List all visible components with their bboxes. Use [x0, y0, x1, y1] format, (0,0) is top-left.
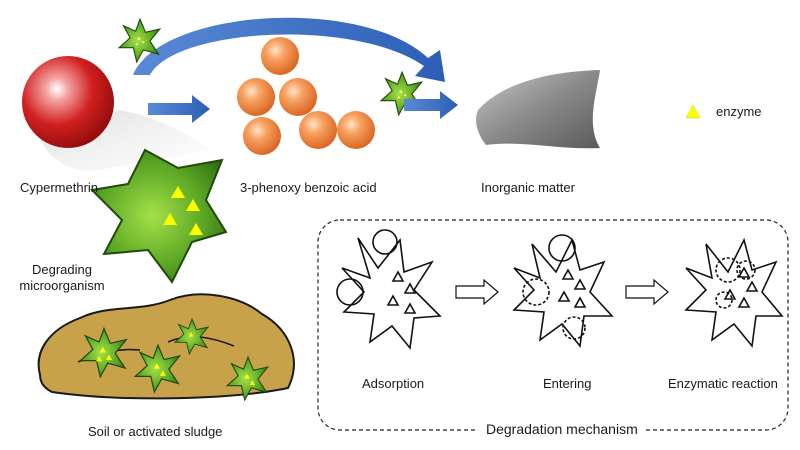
inorganic-matter-label: Inorganic matter [481, 180, 575, 195]
enzyme-legend-label: enzyme [716, 104, 762, 119]
microbe-icon [225, 355, 270, 402]
benzoic-acid-molecules [237, 37, 375, 155]
enzymatic-reaction-cell [684, 237, 784, 348]
arrow-right-icon [404, 91, 458, 119]
microbe-icon [173, 317, 210, 356]
step-label-enzymatic-reaction: Enzymatic reaction [668, 376, 778, 391]
mechanism-panel [317, 219, 789, 431]
enzyme-legend-icon [685, 104, 701, 119]
microbe-icon [78, 326, 128, 379]
benzoic-acid-label: 3-phenoxy benzoic acid [240, 180, 377, 195]
arrow-right-icon [148, 95, 210, 123]
adsorption-cell [336, 229, 442, 350]
degrading-microorganism [89, 148, 228, 284]
step-arrow-icon [625, 278, 669, 306]
cypermethrin-molecule [22, 56, 114, 148]
step-arrow-icon [455, 278, 499, 306]
degrading-microorganism-label: Degrading microorganism [19, 262, 105, 293]
mechanism-title: Degradation mechanism [478, 421, 646, 437]
inorganic-matter-shape [476, 70, 600, 149]
microbe-icon [133, 343, 182, 394]
soil-label: Soil or activated sludge [88, 424, 223, 439]
cypermethrin-label: Cypermethrin [20, 180, 99, 195]
step-label-entering: Entering [543, 376, 592, 391]
step-label-adsorption: Adsorption [362, 376, 425, 391]
entering-cell [512, 234, 614, 348]
curved-arrow-icon [133, 17, 445, 82]
soil-crack [167, 336, 235, 347]
microbe-icon [117, 17, 162, 64]
